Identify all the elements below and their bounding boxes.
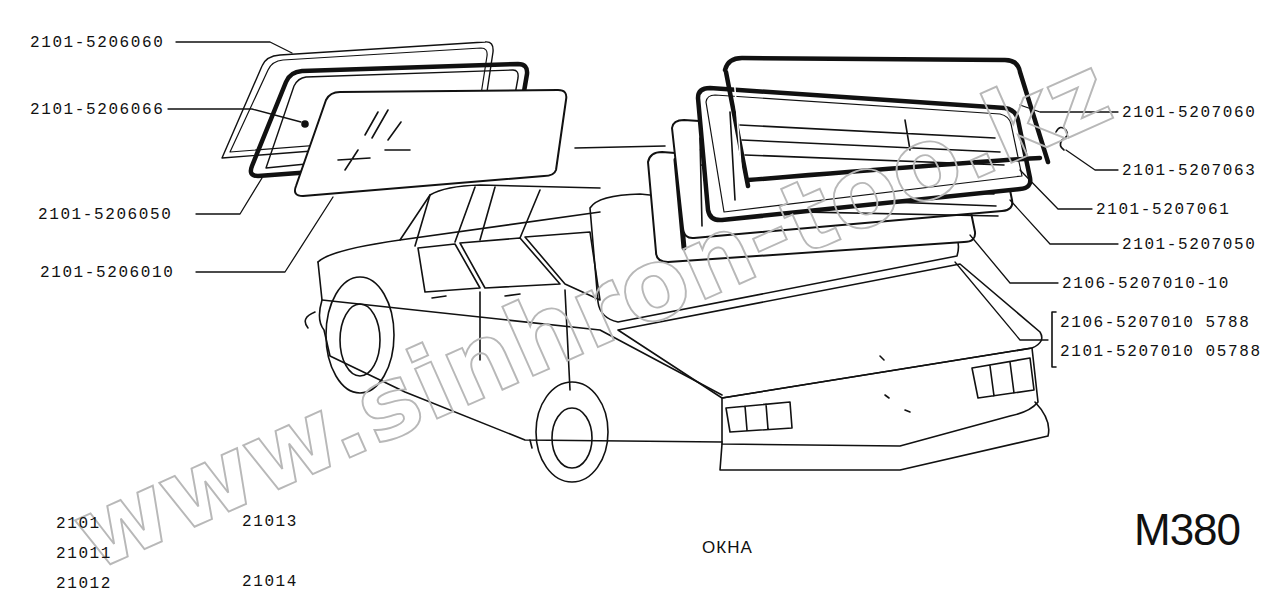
- part-number: 2101-5207050: [1120, 236, 1258, 254]
- part-number: 2101-5207060: [1120, 104, 1258, 122]
- part-number: 2106-5207010 5788: [1058, 314, 1252, 332]
- part-number: 2101-5206060: [28, 34, 166, 52]
- page-code: M380: [1134, 508, 1240, 552]
- part-number: 2101-5206010: [38, 264, 176, 282]
- watermark: www.sinhron-too.kz: [60, 39, 1124, 586]
- guide-line: [575, 146, 665, 148]
- windshield-parts: [222, 42, 566, 196]
- model-code: 21014: [242, 574, 298, 590]
- part-number: 2101-5207010 05788: [1058, 343, 1264, 361]
- part-number: 2101-5206050: [36, 206, 174, 224]
- model-code: 21013: [242, 514, 298, 530]
- model-code: 21012: [56, 576, 112, 592]
- model-code: 2101: [56, 516, 101, 532]
- section-title: ОКНА: [702, 539, 753, 556]
- model-code: 21011: [56, 546, 112, 562]
- part-number: 2101-5206066: [28, 101, 166, 119]
- part-number: 2101-5207061: [1094, 201, 1232, 219]
- part-number: 2101-5207063: [1120, 162, 1258, 180]
- part-number: 2106-5207010-10: [1060, 275, 1232, 293]
